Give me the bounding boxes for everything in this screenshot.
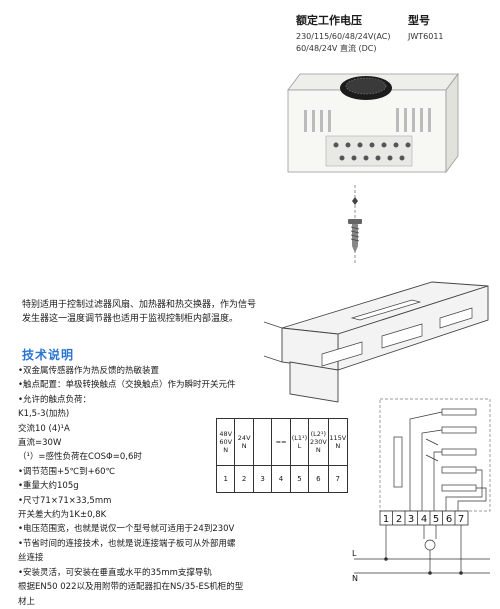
- tech-line: •安装灵活，可安装在垂直或水平的35mm支撑导轨: [18, 567, 212, 578]
- din-rail-illustration: [263, 281, 489, 403]
- wiring-terminal: 1: [383, 514, 389, 525]
- tech-line: •调节范围+5℃到+60℃: [18, 466, 116, 477]
- tech-line: K1,5-3(加热): [18, 409, 70, 420]
- wiring-diagram: 1 2 3 4 5 6 7 L N: [352, 398, 491, 583]
- tech-description-title: 技术说明: [22, 348, 75, 362]
- terminal-7-label: 115V N: [327, 418, 349, 466]
- voltage-ac: 230/115/60/48/24V(AC): [296, 32, 391, 41]
- model-title: 型号: [408, 14, 430, 27]
- terminal-3-label: [252, 418, 273, 466]
- terminal-number: 1: [215, 465, 236, 493]
- tech-line: 根据EN50 022以及用附带的适配器扣在NS/35-ES机柜的型: [18, 582, 244, 593]
- tech-line: （¹）=感性负荷在COSΦ=0,6时: [18, 452, 142, 463]
- tech-line: 直流=30W: [18, 438, 62, 449]
- terminal-2-label: 24V N: [234, 418, 254, 466]
- tech-line: •尺寸71×71×33,5mm: [18, 495, 112, 506]
- terminal-number: 2: [234, 465, 254, 493]
- tech-line: •触点配置：单极转换触点（交换触点）作为瞬时开关元件: [18, 380, 236, 391]
- model-value: JWT6011: [408, 32, 444, 41]
- terminal-6-label: (L2¹) 230V N: [308, 418, 329, 466]
- tech-spec-list: •双金属传感器作为热反馈的热敏装置 •触点配置：单极转换触点（交换触点）作为瞬时…: [18, 364, 318, 609]
- wiring-terminal: 3: [408, 514, 414, 525]
- spec-header: 额定工作电压 型号 230/115/60/48/24V(AC) JWT6011 …: [296, 12, 496, 55]
- tech-line: •节省时间的连接技术，也就是说连接端子板可从外部用螺: [18, 538, 236, 549]
- wiring-terminal: 5: [433, 514, 439, 525]
- tech-line: 交流10 (4)¹A: [18, 423, 70, 434]
- wiring-terminal: 4: [421, 514, 427, 525]
- voltage-title: 额定工作电压: [296, 14, 362, 27]
- terminal-number: 6: [308, 465, 329, 493]
- terminal-1-label: 48V 60V N: [215, 418, 236, 466]
- line-label-n: N: [352, 574, 358, 583]
- intro-description: 特别适用于控制过滤器风扇、加热器和热交换器，作为信号发生器这一温度调节器也适用于…: [22, 300, 257, 324]
- tech-line: •双金属传感器作为热反馈的热敏装置: [18, 366, 160, 376]
- wiring-terminal: 2: [396, 514, 402, 525]
- thermostat-product-illustration: [287, 72, 459, 174]
- terminal-assignment-table: 48V 60V N 24V N ≈≈ (L1¹) L (L2¹) 230V N …: [215, 418, 349, 493]
- tech-line: 材上: [18, 596, 36, 607]
- tech-line: •电压范围宽，也就是说仅一个型号就可适用于24到230V: [18, 524, 235, 535]
- tech-line: •允许的触点负荷：: [18, 394, 92, 405]
- wiring-terminal: 6: [446, 514, 452, 525]
- line-label-l: L: [352, 549, 357, 558]
- tech-line: •重量大约105g: [18, 481, 79, 492]
- terminal-number: 5: [289, 465, 310, 493]
- tech-line: 丝连接: [18, 553, 44, 564]
- terminal-5-label: (L1¹) L: [289, 418, 310, 466]
- terminal-number: 7: [327, 465, 349, 493]
- terminal-4-label: ≈≈: [271, 418, 291, 466]
- terminal-number: 4: [271, 465, 291, 493]
- wiring-terminal: 7: [458, 514, 464, 525]
- terminal-number: 3: [252, 465, 273, 493]
- tech-line: 开关差大约为1K±0,8K: [18, 510, 107, 521]
- voltage-dc: 60/48/24V 直流 (DC): [296, 44, 377, 53]
- mounting-screw-illustration: [348, 185, 362, 265]
